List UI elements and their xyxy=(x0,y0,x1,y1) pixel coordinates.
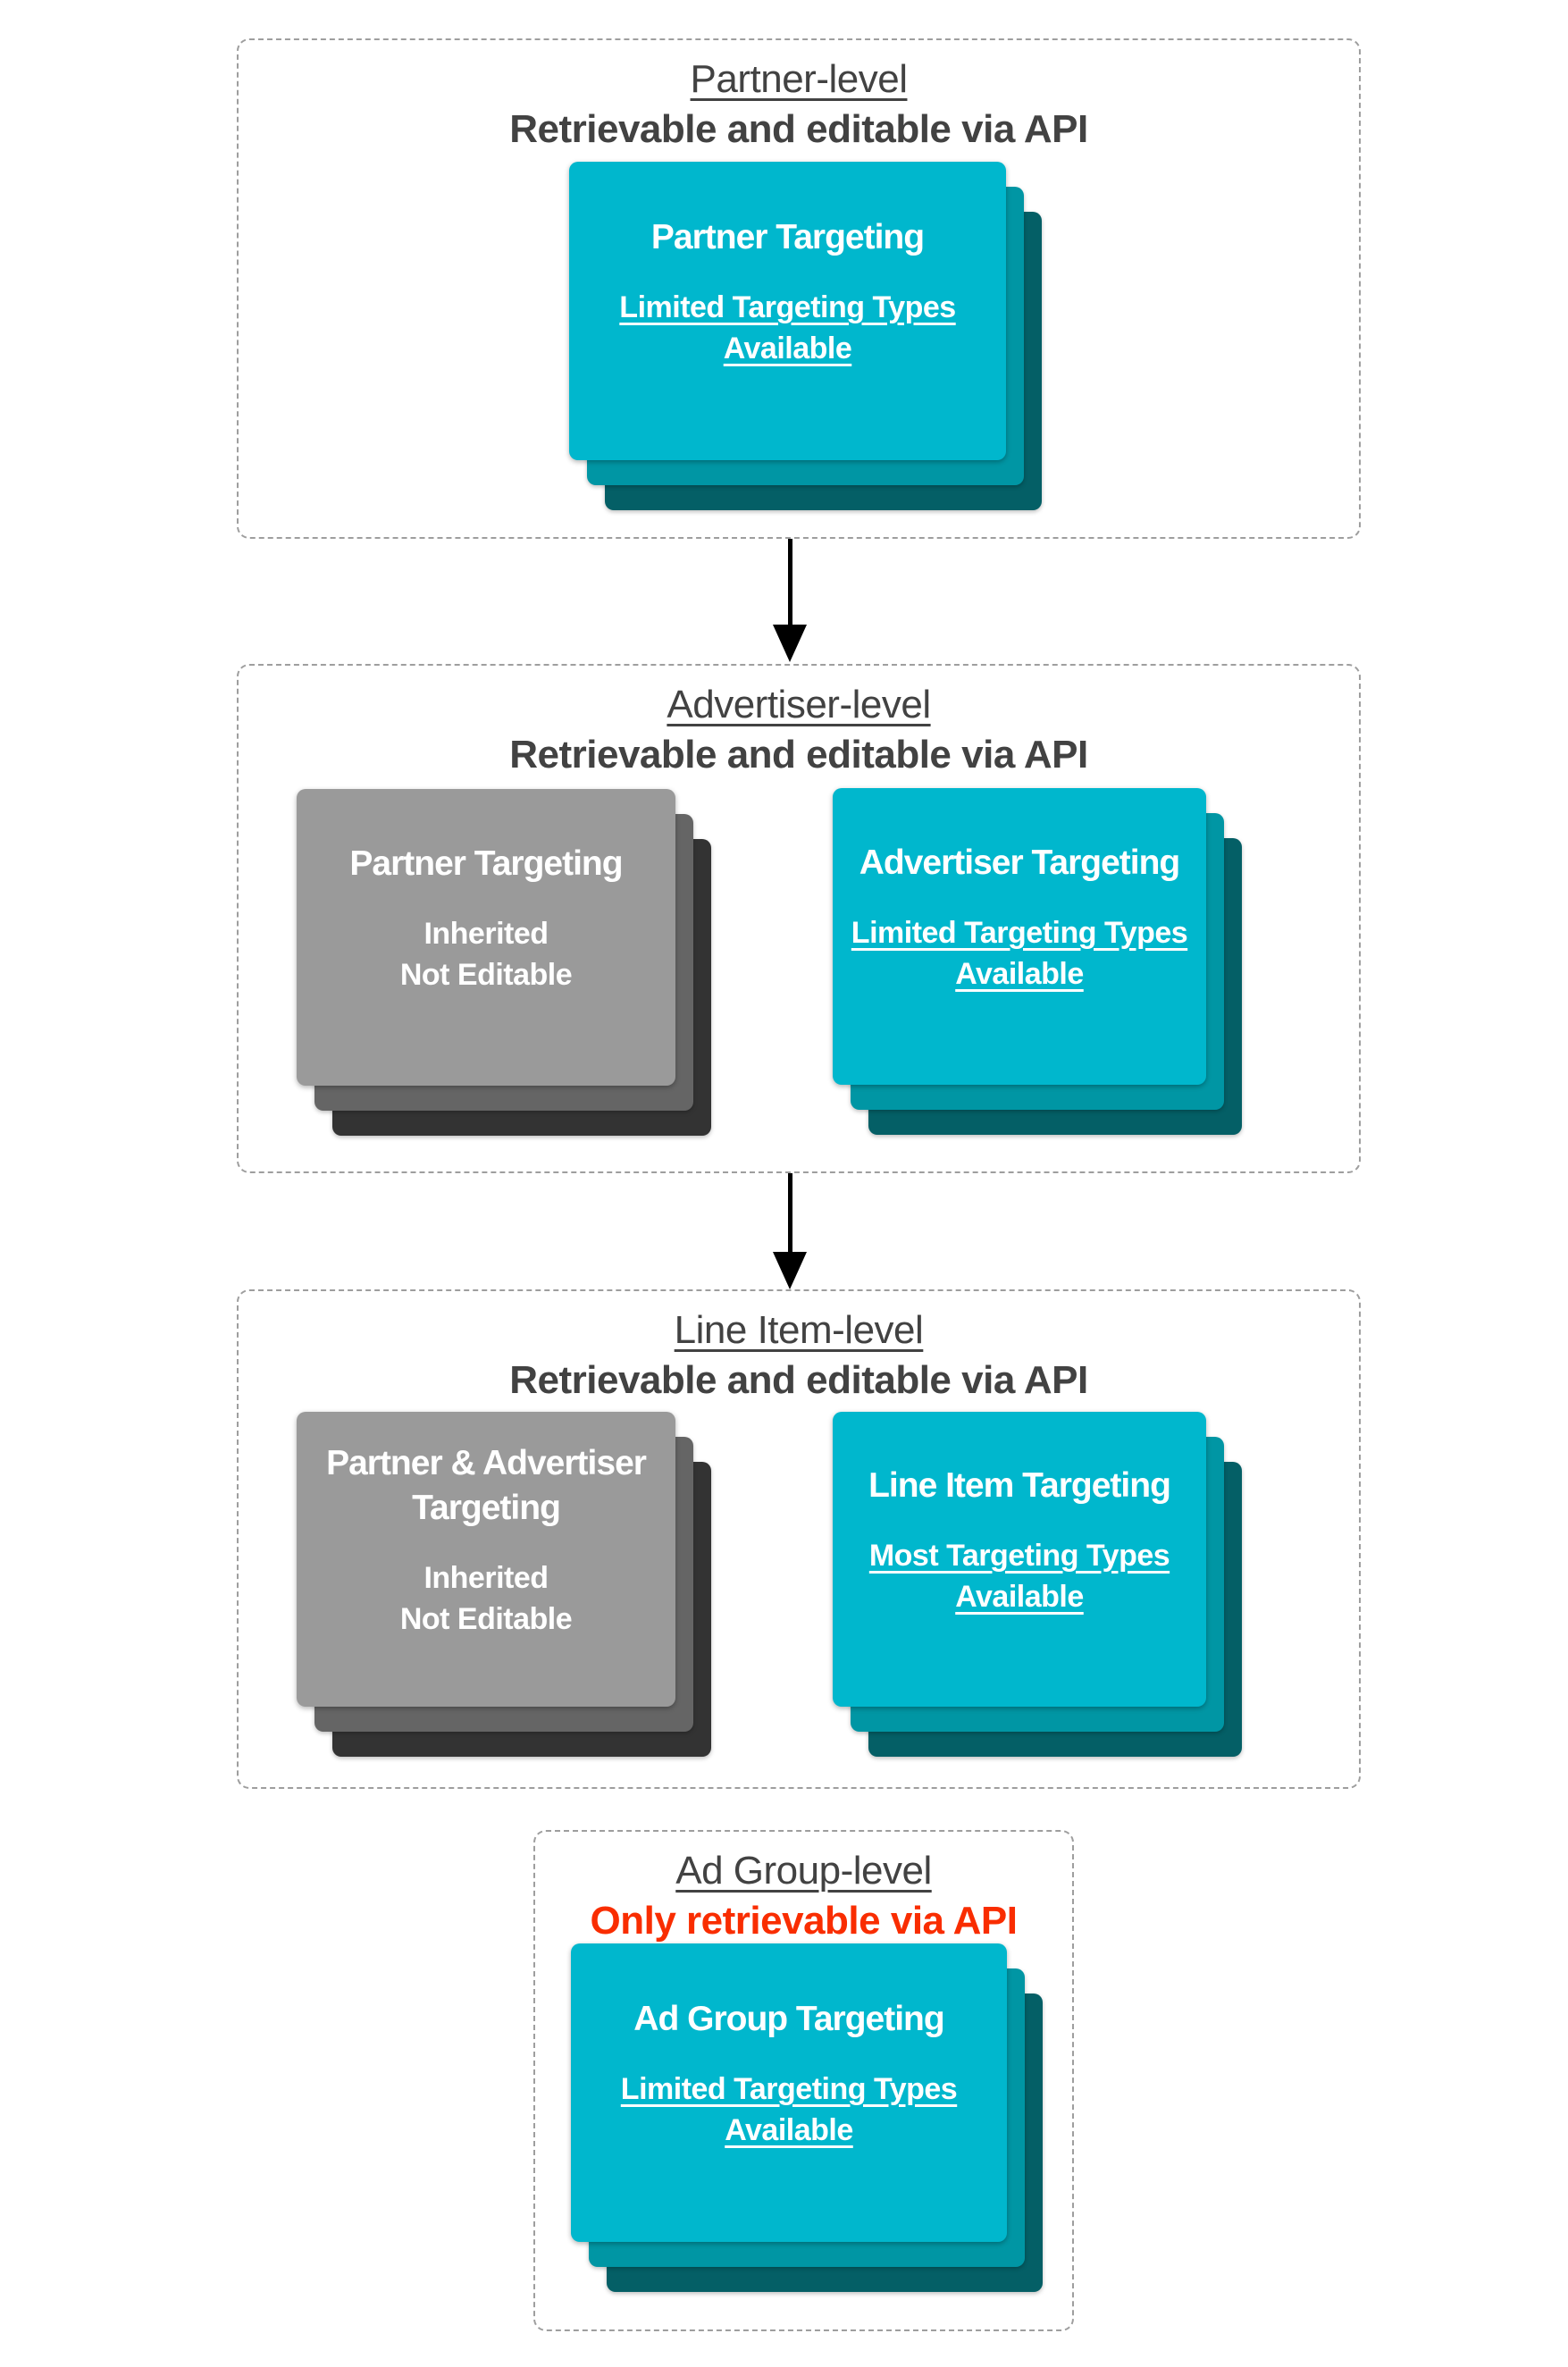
card-title: Partner & Advertiser Targeting xyxy=(326,1441,647,1531)
card-title-line: Partner Targeting xyxy=(650,218,925,256)
flow-arrow-down-1 xyxy=(773,539,807,662)
section-partner-level: Partner-level Retrievable and editable v… xyxy=(237,38,1361,539)
card-title: Line Item Targeting xyxy=(868,1464,1171,1508)
card-title-line: Partner & Advertiser xyxy=(326,1444,647,1482)
targeting-card: Partner Targeting Inherited Not Editable xyxy=(297,789,675,1086)
arrow-shaft xyxy=(787,539,792,625)
card-stack: Partner Targeting Inherited Not Editable xyxy=(297,789,711,1136)
section-heading: Advertiser-level xyxy=(667,683,931,726)
card-body-line: Available xyxy=(955,957,1084,991)
section-subheading: Retrievable and editable via API xyxy=(509,1358,1088,1402)
section-subheading: Retrievable and editable via API xyxy=(509,733,1088,776)
card-body-line: Limited Targeting Types xyxy=(619,290,956,324)
card-stack: Partner Targeting Limited Targeting Type… xyxy=(569,162,1042,510)
card-title: Partner Targeting xyxy=(650,215,925,260)
flow-arrow-down-2 xyxy=(773,1173,807,1289)
card-body: Limited Targeting Types Available xyxy=(619,287,956,369)
targeting-card: Ad Group Targeting Limited Targeting Typ… xyxy=(571,1943,1007,2242)
card-body-line: Most Targeting Types xyxy=(868,1539,1170,1573)
card-title: Ad Group Targeting xyxy=(633,1997,944,2042)
card-title-line: Advertiser Targeting xyxy=(859,844,1181,882)
section-heading: Ad Group-level xyxy=(675,1849,932,1893)
section-line-item-level: Line Item-level Retrievable and editable… xyxy=(237,1289,1361,1789)
targeting-card: Line Item Targeting Most Targeting Types… xyxy=(833,1412,1206,1707)
card-body: Inherited Not Editable xyxy=(399,913,573,995)
section-heading: Partner-level xyxy=(690,57,908,101)
targeting-card: Advertiser Targeting Limited Targeting T… xyxy=(833,788,1206,1085)
section-advertiser-level: Advertiser-level Retrievable and editabl… xyxy=(237,664,1361,1173)
card-body: Limited Targeting Types Available xyxy=(851,912,1188,995)
card-body-line: Inherited xyxy=(423,1561,549,1595)
section-subheading: Retrievable and editable via API xyxy=(509,107,1088,151)
card-title: Partner Targeting xyxy=(349,842,623,886)
card-body: Most Targeting Types Available xyxy=(869,1535,1170,1617)
arrow-head xyxy=(773,625,807,662)
targeting-card: Partner & Advertiser Targeting Inherited… xyxy=(297,1412,675,1707)
arrow-shaft xyxy=(787,1173,792,1252)
section-ad-group-level: Ad Group-level Only retrievable via API … xyxy=(533,1830,1074,2331)
card-title: Advertiser Targeting xyxy=(859,841,1181,886)
card-body-line: Limited Targeting Types xyxy=(620,2072,958,2106)
arrow-head xyxy=(773,1252,807,1289)
card-body-line: Available xyxy=(723,332,852,365)
card-title-line: Line Item Targeting xyxy=(868,1466,1171,1505)
targeting-card: Partner Targeting Limited Targeting Type… xyxy=(569,162,1006,460)
card-body: Limited Targeting Types Available xyxy=(620,2069,958,2151)
card-title-line: Ad Group Targeting xyxy=(633,2000,944,2038)
card-stack: Line Item Targeting Most Targeting Types… xyxy=(833,1412,1242,1757)
section-subheading: Only retrievable via API xyxy=(590,1899,1018,1943)
card-body-line: Not Editable xyxy=(399,1602,573,1636)
card-stack: Advertiser Targeting Limited Targeting T… xyxy=(833,788,1242,1135)
card-title-line: Partner Targeting xyxy=(349,844,623,883)
card-body-line: Available xyxy=(955,1580,1084,1614)
card-body: Inherited Not Editable xyxy=(399,1557,573,1640)
section-heading: Line Item-level xyxy=(674,1308,924,1352)
card-stack: Partner & Advertiser Targeting Inherited… xyxy=(297,1412,711,1757)
card-stack: Ad Group Targeting Limited Targeting Typ… xyxy=(571,1943,1043,2292)
card-title-line: Targeting xyxy=(412,1489,561,1527)
card-body-line: Not Editable xyxy=(399,958,573,992)
card-body-line: Inherited xyxy=(423,917,549,951)
card-body-line: Limited Targeting Types xyxy=(851,916,1188,950)
card-body-line: Available xyxy=(725,2113,853,2147)
